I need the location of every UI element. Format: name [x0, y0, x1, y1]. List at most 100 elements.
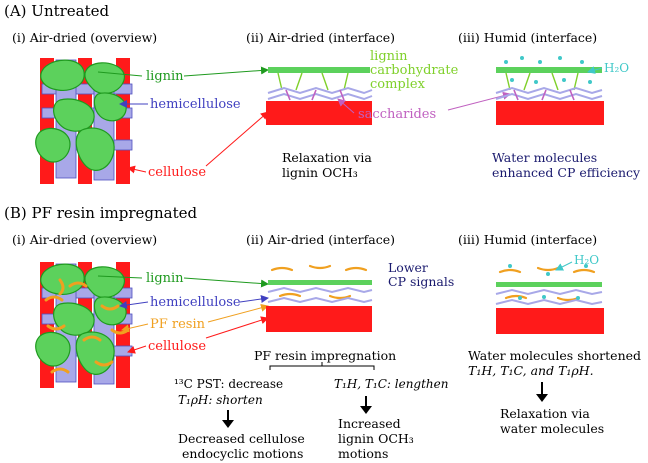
label-hemicellulose-b: hemicellulose — [150, 295, 241, 310]
label-h2o-a: H₂O — [604, 61, 629, 75]
label-lignin-a: lignin — [146, 69, 184, 84]
panel-b-ii-title: (ii) Air-dried (interface) — [246, 232, 395, 247]
arrow-h2o-b — [555, 261, 573, 271]
note-a-ii-line1: Relaxation via — [282, 150, 372, 165]
section-b-title: (B) PF resin impregnated — [4, 204, 198, 222]
label-pf-resin: PF resin — [150, 317, 206, 332]
arrowhead-down-icon — [222, 420, 234, 428]
interface-a-ii — [266, 67, 373, 125]
label-lcc-line1: lignin — [370, 49, 408, 64]
panel-a-ii-title: (ii) Air-dried (interface) — [246, 30, 395, 45]
label-lignin-b: lignin — [146, 271, 184, 286]
hemicellulose-chain — [267, 92, 373, 101]
hemicellulose-chain — [495, 92, 603, 101]
section-a-title: (A) Untreated — [4, 2, 110, 20]
note-a-ii-line2: lignin OCH₃ — [282, 165, 358, 180]
hemicellulose-band — [41, 287, 133, 299]
pf-resin-strands — [270, 264, 368, 300]
hemicellulose-band — [41, 83, 133, 95]
wood-cell-wall-overview-b — [35, 262, 133, 388]
hemicellulose-chain — [495, 288, 603, 296]
arrowhead-down-icon — [536, 394, 548, 402]
label-saccharides: saccharides — [358, 107, 436, 122]
lignin-blob — [75, 127, 115, 171]
note-a-iii-line1: Water molecules — [492, 150, 597, 165]
panel-b-i-title: (i) Air-dried (overview) — [12, 232, 157, 247]
arrow-saccharides-right — [447, 91, 511, 111]
wood-cell-wall-overview-a — [35, 58, 133, 184]
panel-a-i-title: (i) Air-dried (overview) — [12, 30, 157, 45]
label-h2o-b: H₂O — [574, 253, 599, 267]
arrow-pf-resin — [121, 323, 149, 333]
lignin-blob — [35, 331, 71, 367]
saccharide-links — [513, 89, 575, 101]
note-pst-decrease: ¹³C PST: decrease — [174, 377, 283, 391]
note-water-shortened-line2: T₁H, T₁C, and T₁ρH. — [468, 363, 594, 378]
note-t1-lengthen: T₁H, T₁C: lengthen — [334, 377, 449, 391]
arrow-saccharides-left — [337, 98, 355, 114]
arrow-hemicellulose-to-interface-b — [239, 295, 269, 303]
note-relax-water-line1: Relaxation via — [500, 406, 590, 421]
lcc-links — [277, 72, 349, 91]
panel-a-iii-title: (iii) Humid (interface) — [458, 30, 597, 45]
saccharide-links — [285, 89, 345, 101]
hemicellulose-chain — [495, 298, 603, 306]
cellulose-block — [496, 101, 604, 125]
cellulose-block — [496, 308, 604, 334]
note-increased-line1: Increased — [338, 416, 401, 431]
label-hemicellulose-a: hemicellulose — [150, 97, 241, 112]
label-lcc-line3: complex — [370, 77, 426, 92]
note-water-shortened-line1: Water molecules shortened — [468, 348, 641, 363]
note-increased-line3: motions — [338, 446, 388, 461]
water-molecules — [504, 56, 592, 84]
lignin-blob — [40, 59, 85, 91]
hemicellulose-chain — [267, 296, 373, 304]
lignin-layer — [268, 67, 370, 73]
lignin-blob — [35, 127, 71, 163]
lignin-blob — [93, 92, 127, 122]
arrow-cellulose-to-interface-a — [205, 111, 269, 167]
hemicellulose-chain — [267, 86, 373, 95]
note-decreased-line1: Decreased cellulose — [178, 431, 305, 446]
arrow-cellulose-b — [127, 345, 147, 354]
cellulose-block — [266, 101, 372, 125]
lignin-blob — [40, 263, 85, 295]
lignin-layer — [496, 67, 602, 73]
hemicellulose-chain — [495, 86, 603, 95]
panel-b-iii-title: (iii) Humid (interface) — [458, 232, 597, 247]
note-increased-line2: lignin OCH₃ — [338, 431, 414, 446]
pointer-lignin-b — [97, 275, 143, 279]
label-cellulose-a: cellulose — [148, 165, 206, 180]
arrow-pf-resin-to-interface — [207, 303, 269, 323]
lignin-layer — [496, 282, 602, 287]
note-decreased-line2: endocyclic motions — [182, 446, 303, 461]
arrow-cellulose-a — [127, 165, 147, 174]
lignin-layer — [268, 280, 372, 285]
pointer-lignin-a — [97, 71, 143, 77]
cellulose-block — [266, 306, 372, 332]
note-a-iii-line2: enhanced CP efficiency — [492, 165, 641, 180]
label-cellulose-b: cellulose — [148, 339, 206, 354]
arrow-hemicellulose-b — [119, 301, 149, 309]
arrowhead-down-icon — [360, 406, 372, 414]
pf-resin-strands — [44, 278, 130, 374]
arrow-lignin-to-interface-b — [183, 277, 269, 288]
label-lcc-line2: carbohydrate — [370, 63, 459, 78]
bracket-impregnation — [269, 362, 375, 370]
hemicellulose-chain — [267, 286, 373, 294]
lcc-links — [505, 72, 579, 91]
arrow-lignin-to-interface-a — [183, 66, 269, 77]
lignin-blob — [93, 296, 127, 326]
water-molecules — [508, 264, 588, 300]
interface-b-iii — [495, 264, 604, 334]
note-pf-impregnation: PF resin impregnation — [254, 348, 396, 363]
arrow-h2o-a — [587, 66, 603, 74]
note-t1rho-shorten: T₁ρH: shorten — [178, 393, 263, 407]
note-lower-cp-line1: Lower — [388, 260, 428, 275]
note-lower-cp-line2: CP signals — [388, 274, 454, 289]
interface-a-iii — [495, 56, 604, 125]
interface-b-ii — [266, 264, 373, 332]
arrow-cellulose-to-interface-b — [205, 316, 269, 339]
note-relax-water-line2: water molecules — [500, 421, 604, 436]
